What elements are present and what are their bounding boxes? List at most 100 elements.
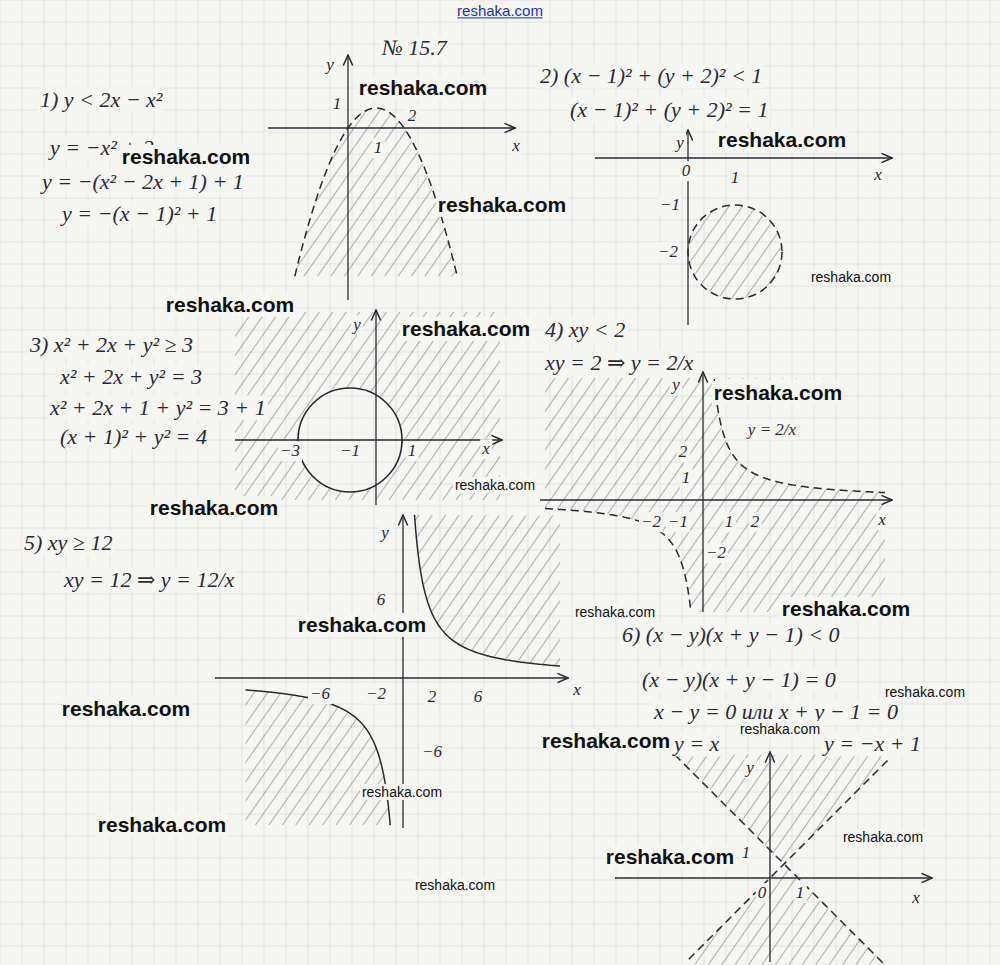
- watermark-text: reshaka.com: [357, 76, 489, 100]
- grid-line: [0, 858, 1000, 859]
- axis-label: y: [324, 55, 336, 75]
- watermark-text: reshaka.com: [148, 496, 280, 520]
- grid-line: [22, 0, 23, 965]
- y-axis: [769, 752, 770, 962]
- grid-line: [0, 22, 1000, 23]
- grid-line: [0, 264, 1000, 265]
- hatched-region: [295, 108, 457, 276]
- watermark-text: reshaka.com: [164, 293, 296, 317]
- watermark-text: reshaka.com: [540, 729, 672, 753]
- graph-2: [595, 130, 892, 325]
- grid-line: [0, 44, 1000, 45]
- watermark-text: reshaka.com: [96, 813, 228, 837]
- grid-line: [0, 660, 1000, 661]
- grid-line: [0, 132, 1000, 133]
- x-axis: [268, 127, 515, 128]
- axis-label: x: [480, 439, 492, 459]
- axis-label: y: [674, 133, 686, 153]
- watermark-text: reshaka.com: [809, 269, 893, 285]
- watermark-text: reshaka.com: [400, 317, 532, 341]
- grid-line: [44, 0, 45, 965]
- equation-text: y = −(x − 1)² + 1: [60, 201, 219, 226]
- watermark-text: reshaka.com: [455, 2, 545, 19]
- hatched-region: [683, 864, 885, 965]
- graph-4: [540, 372, 892, 612]
- hatched-region: [545, 378, 885, 612]
- axis-label: x: [876, 510, 888, 530]
- axis-label: x: [571, 680, 583, 700]
- axis-label: 1: [372, 138, 385, 158]
- grid-line: [902, 0, 903, 965]
- grid-line: [0, 0, 1000, 1]
- watermark-text: reshaka.com: [841, 829, 925, 845]
- axis-label: x: [872, 165, 884, 185]
- grid-line: [0, 682, 1000, 683]
- axis-label: 1: [680, 468, 693, 488]
- grid-line: [0, 308, 1000, 309]
- boundary-curve: [295, 108, 457, 276]
- boundary-circle: [298, 388, 402, 492]
- equation-text: 6) (x − y)(x + y − 1) < 0: [620, 622, 842, 647]
- axis-label: −3: [278, 441, 302, 461]
- equation-text: 3) x² + 2x + y² ≥ 3: [28, 332, 195, 357]
- axis-label: −2: [364, 684, 388, 704]
- axis-label: 0: [756, 883, 769, 903]
- watermark-text: reshaka.com: [296, 613, 428, 637]
- equation-text: 5) xy ≥ 12: [22, 530, 114, 555]
- grid-line: [0, 726, 1000, 727]
- equation-text: x² + 2x + 1 + y² = 3 + 1: [48, 395, 268, 420]
- equation-text: xy = 2 ⇒ y = 2/x: [543, 350, 695, 375]
- watermark-text: reshaka.com: [360, 784, 444, 800]
- axis-label: 0: [680, 161, 693, 181]
- watermark-text: reshaka.com: [453, 477, 537, 493]
- axis-label: −1: [666, 512, 690, 532]
- axis-label: −1: [338, 441, 362, 461]
- axis-label: −6: [308, 684, 332, 704]
- hatched-region: [688, 205, 782, 299]
- watermark-text: reshaka.com: [780, 597, 912, 621]
- watermark-text: reshaka.com: [413, 877, 497, 893]
- boundary-curve: [545, 509, 691, 612]
- axis-label: −6: [420, 742, 444, 762]
- x-axis: [540, 499, 892, 500]
- grid-line: [0, 242, 1000, 243]
- y-axis: [347, 55, 348, 300]
- x-axis: [215, 677, 568, 678]
- grid-line: [968, 0, 969, 965]
- equation-text: 4) xy < 2: [543, 317, 627, 342]
- grid-line: [0, 66, 1000, 67]
- watermark-text: reshaka.com: [604, 845, 736, 869]
- axis-label: −1: [658, 195, 682, 215]
- grid-line: [0, 880, 1000, 881]
- axis-label: y = 2/x: [746, 420, 798, 440]
- y-axis: [375, 310, 376, 505]
- axis-label: 1: [723, 512, 736, 532]
- watermark-text: reshaka.com: [436, 193, 568, 217]
- x-axis: [235, 439, 502, 440]
- grid-line: [990, 0, 991, 965]
- axis-label: 1: [729, 168, 742, 188]
- hatched-region: [246, 690, 391, 825]
- axis-label: y: [670, 375, 682, 395]
- axis-label: y: [379, 523, 391, 543]
- axis-label: y: [351, 315, 363, 335]
- grid-line: [924, 0, 925, 965]
- grid-line: [880, 0, 881, 965]
- watermark-text: reshaka.com: [120, 145, 252, 169]
- watermark-text: reshaka.com: [573, 604, 657, 620]
- equation-text: 2) (x − 1)² + (y + 2)² < 1: [538, 63, 764, 88]
- axis-label: y: [744, 758, 756, 778]
- axis-label: 2: [426, 687, 439, 707]
- grid-line: [0, 902, 1000, 903]
- axis-label: −2: [656, 242, 680, 262]
- axis-label: 1: [331, 94, 344, 114]
- axis-label: 1: [406, 441, 419, 461]
- equation-text: y = x: [672, 731, 721, 756]
- equation-text: xy = 12 ⇒ y = 12/x: [62, 567, 236, 592]
- grid-line: [0, 286, 1000, 287]
- equation-text: y = −(x² − 2x + 1) + 1: [40, 169, 246, 194]
- watermark-text: reshaka.com: [738, 721, 822, 737]
- axis-label: 2: [677, 442, 690, 462]
- watermark-text: reshaka.com: [883, 684, 967, 700]
- axis-label: 1: [740, 843, 753, 863]
